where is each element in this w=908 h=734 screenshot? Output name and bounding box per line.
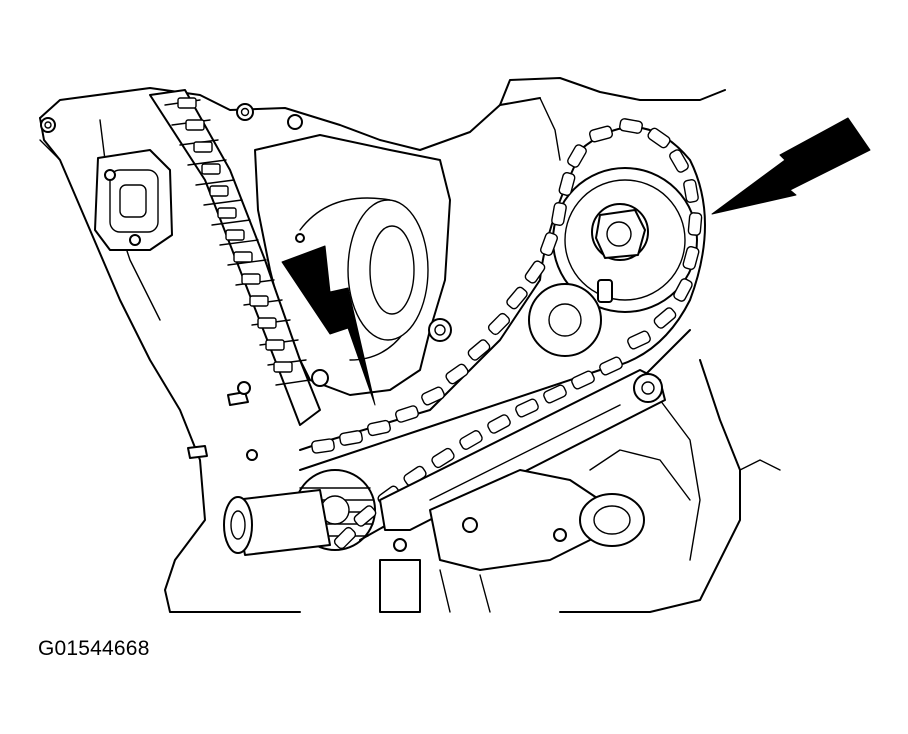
camshaft-sprocket	[552, 167, 698, 313]
left-chain-guide	[149, 89, 321, 426]
left-mounting-plate	[40, 103, 412, 251]
crankshaft-snout	[223, 489, 331, 556]
lower-bracket	[379, 469, 645, 613]
figure-code: G01544668	[38, 637, 150, 660]
timing-chain	[299, 118, 706, 550]
engine-block-outline	[39, 77, 781, 613]
mounting-studs	[187, 369, 407, 552]
lower-chain-guide	[379, 369, 666, 531]
arrow-pointing-to-lower-chain-guide	[281, 245, 376, 406]
arrow-pointing-to-cam-sprocket-chain	[711, 117, 871, 215]
intermediate-sprocket	[528, 283, 602, 357]
timing-cover-housing	[254, 134, 452, 396]
